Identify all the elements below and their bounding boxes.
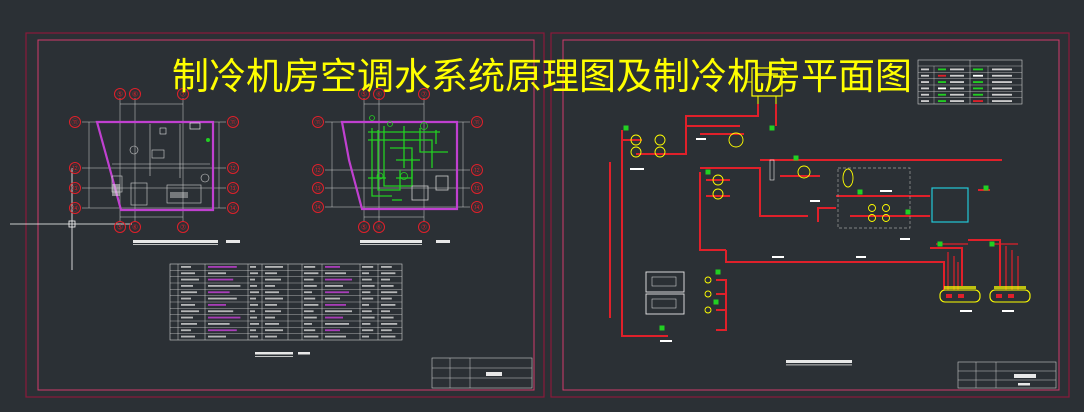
grid-axis-marker: ⑭ — [227, 202, 239, 214]
grid-axis-marker: ⑥ — [373, 88, 385, 100]
grid-axis-marker: ⑪ — [471, 116, 483, 128]
svg-text:⑤: ⑤ — [361, 224, 367, 232]
grid-axis-marker: ⑬ — [69, 182, 81, 194]
grid-axis-marker: ⑤ — [114, 221, 126, 233]
svg-text:⑫: ⑫ — [230, 165, 237, 173]
svg-text:⑭: ⑭ — [315, 204, 322, 212]
grid-axis-marker: ⑥ — [129, 221, 141, 233]
grid-axis-markers-left: ⑤ ⑥ ⑦ ⑤ ⑥ ⑦ ⑪ ⑫ ⑬ ⑭ ⑪ ⑫ ⑬ ⑭ — [69, 88, 239, 233]
svg-text:⑥: ⑥ — [376, 224, 382, 232]
svg-text:⑤: ⑤ — [361, 91, 367, 99]
svg-text:⑦: ⑦ — [421, 91, 427, 99]
svg-text:⑫: ⑫ — [72, 165, 79, 173]
cooling-tower-icon — [746, 67, 783, 104]
grid-axis-marker: ⑦ — [418, 88, 430, 100]
grid-axis-marker: ⑫ — [227, 162, 239, 174]
svg-text:⑥: ⑥ — [132, 224, 138, 232]
grid-axis-marker: ⑪ — [227, 116, 239, 128]
chiller-units — [645, 271, 685, 315]
grid-axis-marker: ⑥ — [373, 221, 385, 233]
grid-axis-marker: ⑥ — [129, 88, 141, 100]
left-sheet — [10, 32, 545, 398]
grid-axis-marker: ⑬ — [312, 182, 324, 194]
grid-axis-marker: ⑤ — [114, 88, 126, 100]
svg-text:⑪: ⑪ — [474, 119, 481, 127]
svg-text:⑬: ⑬ — [474, 185, 481, 193]
svg-text:⑬: ⑬ — [72, 185, 79, 193]
right-inner-frame — [562, 39, 1060, 391]
table-caption — [255, 352, 310, 357]
floor-plan-left: ⑤ ⑥ ⑦ ⑤ ⑥ ⑦ ⑪ ⑫ ⑬ ⑭ ⑪ ⑫ ⑬ ⑭ — [69, 88, 240, 245]
grid-axis-marker: ⑤ — [358, 88, 370, 100]
svg-text:⑬: ⑬ — [230, 185, 237, 193]
pipe-labels — [630, 138, 1014, 342]
pump-icons — [630, 132, 890, 314]
right-sheet — [550, 32, 1070, 398]
left-inner-frame — [37, 39, 535, 391]
crosshair-cursor-icon — [10, 168, 132, 270]
svg-text:⑭: ⑭ — [230, 205, 237, 213]
plan-caption-right — [360, 240, 450, 245]
grid-axis-marker: ⑭ — [471, 201, 483, 213]
grid-axis-marker: ⑬ — [227, 182, 239, 194]
grid-axis-marker: ⑦ — [418, 221, 430, 233]
svg-text:⑤: ⑤ — [117, 224, 123, 232]
svg-text:⑥: ⑥ — [376, 91, 382, 99]
svg-text:⑥: ⑥ — [132, 91, 138, 99]
grid-axis-markers-right: ⑤ ⑥ ⑦ ⑤ ⑥ ⑦ ⑪ ⑫ ⑬ ⑭ ⑪ ⑫ ⑬ ⑭ — [312, 88, 483, 233]
svg-text:⑭: ⑭ — [72, 205, 79, 213]
grid-axis-marker: ⑬ — [471, 182, 483, 194]
svg-text:⑤: ⑤ — [117, 91, 123, 99]
svg-text:⑦: ⑦ — [180, 224, 186, 232]
svg-text:⑪: ⑪ — [230, 119, 237, 127]
water-system-schematic — [609, 67, 1031, 342]
svg-text:⑦: ⑦ — [421, 224, 427, 232]
svg-text:⑪: ⑪ — [72, 119, 79, 127]
left-title-block — [431, 357, 533, 389]
water-tank — [931, 187, 969, 223]
grid-axis-marker: ⑫ — [471, 164, 483, 176]
grid-axis-marker: ⑪ — [312, 116, 324, 128]
grid-axis-marker: ⑫ — [69, 162, 81, 174]
legend-table — [917, 59, 1023, 105]
svg-text:⑫: ⑫ — [474, 167, 481, 175]
svg-text:⑦: ⑦ — [180, 91, 186, 99]
svg-text:⑪: ⑪ — [315, 119, 322, 127]
schematic-caption — [786, 360, 852, 366]
plan-caption-left — [133, 240, 240, 245]
grid-axis-marker: ⑤ — [358, 221, 370, 233]
equipment-table — [169, 263, 403, 357]
manifolds — [939, 286, 1031, 303]
drawing-title: 制冷机房空调水系统原理图及制冷机房平面图 — [172, 55, 912, 98]
svg-text:⑫: ⑫ — [315, 167, 322, 175]
floor-plan-right: ⑤ ⑥ ⑦ ⑤ ⑥ ⑦ ⑪ ⑫ ⑬ ⑭ ⑪ ⑫ ⑬ ⑭ — [312, 88, 483, 245]
valve-icons — [623, 125, 995, 331]
svg-text:⑬: ⑬ — [315, 185, 322, 193]
right-sheet-border — [550, 32, 1070, 398]
right-title-block — [957, 361, 1057, 389]
grid-axis-marker: ⑪ — [69, 116, 81, 128]
grid-axis-marker: ⑦ — [177, 221, 189, 233]
grid-axis-marker: ⑭ — [312, 201, 324, 213]
pump-group-box — [837, 167, 911, 229]
grid-axis-marker: ⑫ — [312, 164, 324, 176]
svg-text:⑭: ⑭ — [474, 204, 481, 212]
grid-axis-marker: ⑦ — [177, 88, 189, 100]
left-sheet-border — [25, 32, 545, 398]
grid-axis-marker: ⑭ — [69, 202, 81, 214]
